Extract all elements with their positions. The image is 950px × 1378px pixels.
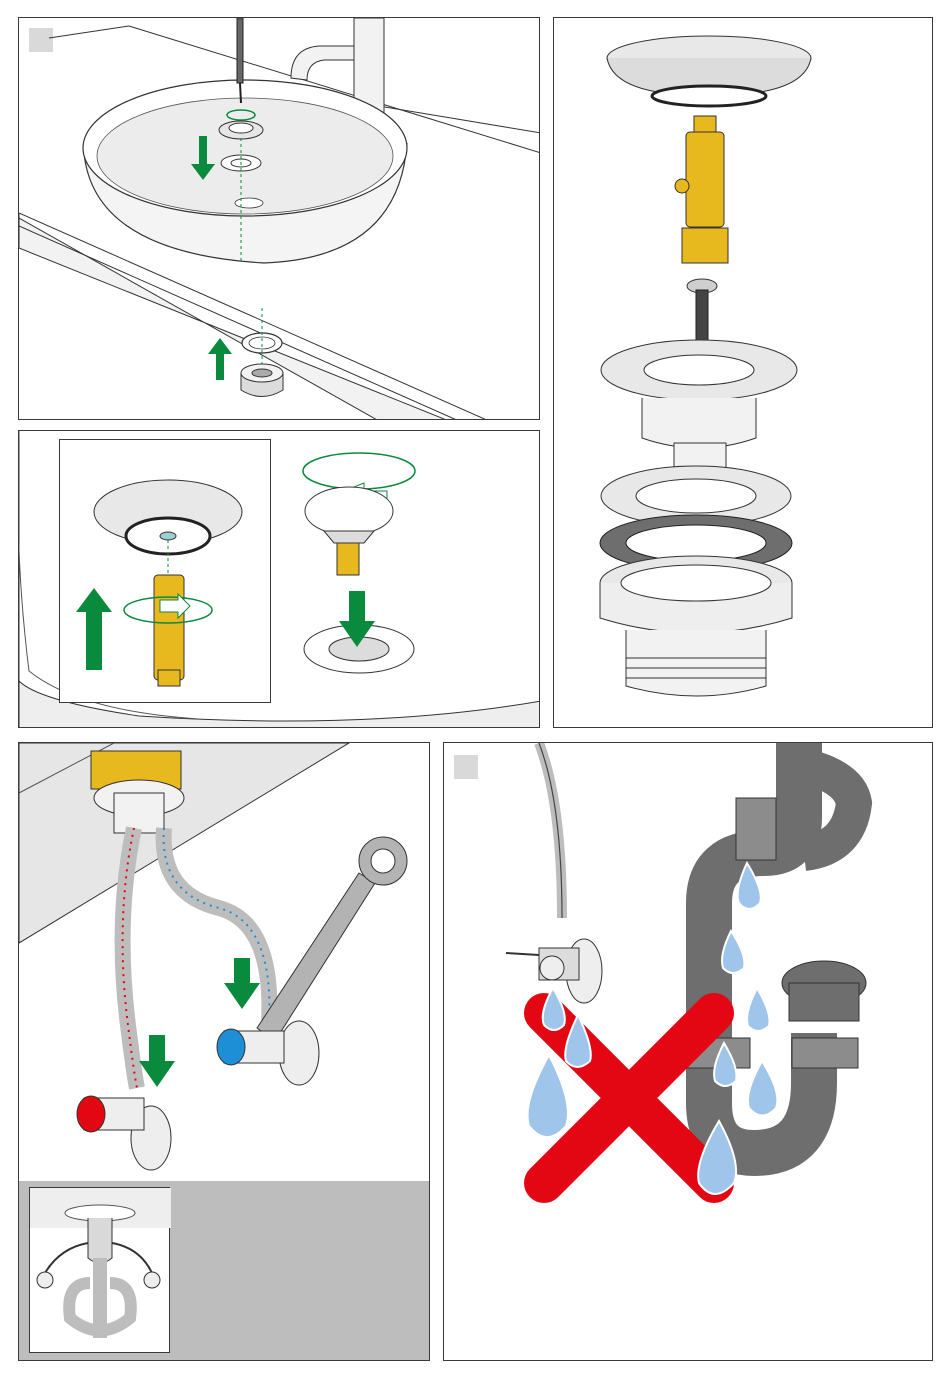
wrench-icon [257,837,407,1041]
leak-check-illustration [444,743,933,1361]
hot-valve-icon [77,1096,171,1170]
hot-hose [123,828,137,1088]
overview-illustration [30,1188,171,1354]
panel-waste-exploded-view [553,17,933,728]
inset-valve-removal [59,439,271,703]
brass-valve-cartridge [154,575,184,686]
exploded-view-illustration [554,18,933,728]
panel-basin-waste-install [18,17,540,420]
inset-overview-thumbnail [29,1187,170,1353]
waste-body [600,556,792,696]
panel-hose-connection [18,742,430,1361]
cold-valve-icon [217,1021,319,1085]
valve-removal-illustration [60,440,272,704]
basin-install-illustration [19,18,540,420]
waste-body [241,364,283,397]
supply-hose [539,743,562,918]
brass-valve-cartridge [675,116,728,263]
arrow-up-icon [76,588,112,670]
plug-cap [607,36,811,106]
arrow-down-icon [139,1035,175,1087]
panel-pop-up-valve-insert [18,430,540,728]
cold-hose [164,828,270,1023]
arrow-down-icon [224,958,260,1009]
vessel-basin [83,80,407,263]
panel-leak-check [443,742,933,1361]
arrow-up-icon [208,338,232,380]
